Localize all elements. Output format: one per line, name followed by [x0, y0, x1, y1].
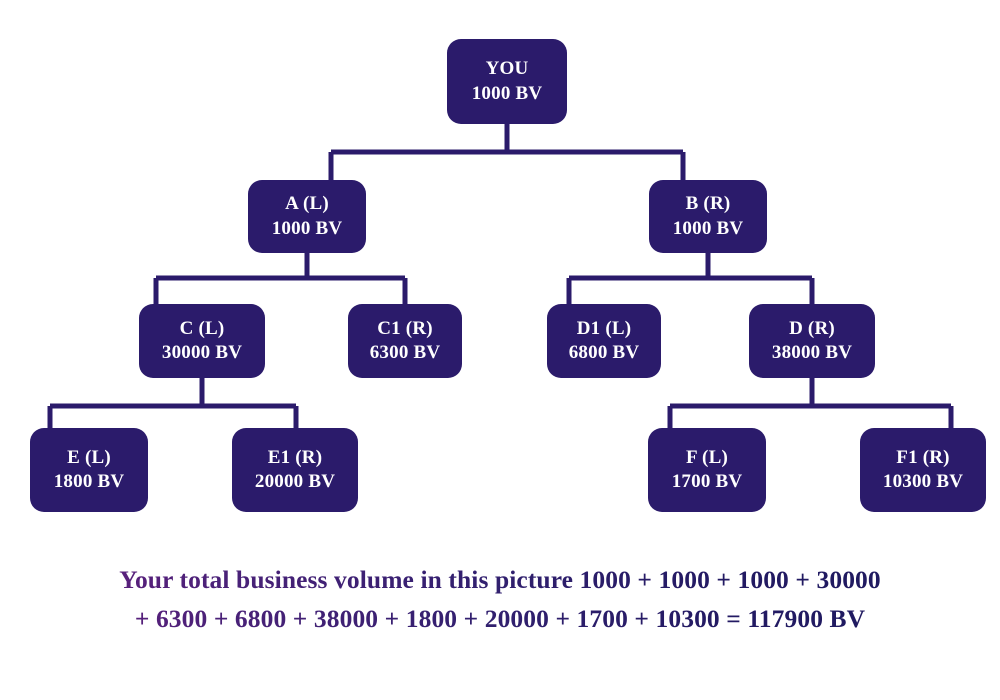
node-d-label: D (R)	[789, 317, 835, 339]
node-a-volume: 1000 BV	[271, 217, 343, 239]
total-volume-caption-line2: + 6300 + 6800 + 38000 + 1800 + 20000 + 1…	[0, 601, 1000, 637]
node-c[interactable]: C (L) 30000 BV	[139, 304, 265, 378]
node-d1-label: D1 (L)	[576, 317, 632, 339]
node-d-volume: 38000 BV	[771, 342, 853, 363]
node-c-volume: 30000 BV	[161, 342, 243, 363]
node-e[interactable]: E (L) 1800 BV	[30, 428, 148, 512]
node-f1-volume: 10300 BV	[882, 471, 964, 492]
node-b[interactable]: B (R) 1000 BV	[649, 180, 767, 253]
node-e1[interactable]: E1 (R) 20000 BV	[232, 428, 358, 512]
node-c1-volume: 6300 BV	[369, 342, 441, 363]
node-c-label: C (L)	[179, 317, 225, 339]
node-f1[interactable]: F1 (R) 10300 BV	[860, 428, 986, 512]
node-you-volume: 1000 BV	[471, 82, 543, 104]
node-f1-label: F1 (R)	[896, 446, 950, 468]
node-e1-label: E1 (R)	[267, 446, 323, 468]
node-f[interactable]: F (L) 1700 BV	[648, 428, 766, 512]
node-e-volume: 1800 BV	[53, 471, 125, 492]
node-d1[interactable]: D1 (L) 6800 BV	[547, 304, 661, 378]
node-b-label: B (R)	[685, 193, 731, 215]
node-d1-volume: 6800 BV	[568, 342, 640, 363]
node-you-label: YOU	[485, 58, 529, 80]
node-c1-label: C1 (R)	[377, 317, 433, 339]
total-volume-caption-line1: Your total business volume in this pictu…	[0, 562, 1000, 598]
node-a-label: A (L)	[285, 193, 329, 215]
node-e1-volume: 20000 BV	[254, 471, 336, 492]
node-b-volume: 1000 BV	[672, 217, 744, 239]
node-you[interactable]: YOU 1000 BV	[447, 39, 567, 124]
node-f-volume: 1700 BV	[671, 471, 743, 492]
node-f-label: F (L)	[686, 446, 728, 468]
node-d[interactable]: D (R) 38000 BV	[749, 304, 875, 378]
node-c1[interactable]: C1 (R) 6300 BV	[348, 304, 462, 378]
node-a[interactable]: A (L) 1000 BV	[248, 180, 366, 253]
node-e-label: E (L)	[67, 446, 111, 468]
